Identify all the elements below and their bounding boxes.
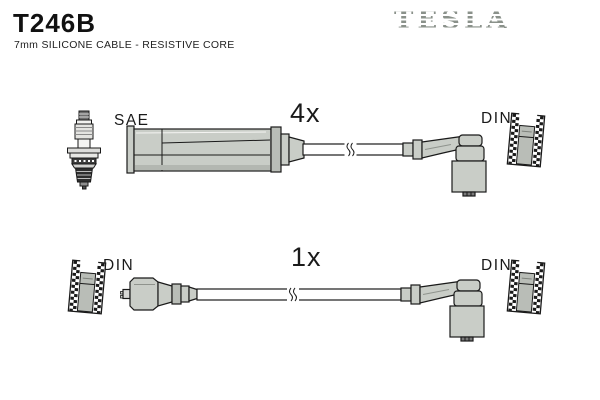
din-terminal-icon-row2-right	[505, 257, 547, 316]
quantity-label-row1: 4x	[290, 98, 321, 128]
din-label-row1: DIN	[481, 110, 513, 127]
din-label-row2-right: DIN	[481, 257, 513, 274]
sae-label-row1: SAE	[114, 112, 150, 129]
din-terminal-icon-row1	[505, 110, 547, 169]
product-subtitle: 7mm SILICONE CABLE - RESISTIVE CORE	[14, 39, 235, 51]
spark-plug-icon	[67, 110, 101, 190]
angled-din-connector-row2	[400, 279, 485, 342]
angled-din-connector-row1	[402, 134, 487, 197]
cable-line-row2	[196, 287, 402, 302]
din-terminal-icon-row2-left	[66, 257, 108, 316]
cable-break-row1	[344, 142, 357, 157]
cable-line-row1	[302, 142, 404, 157]
cable-break-row2	[287, 287, 299, 302]
straight-boot-row1	[126, 125, 305, 174]
din-label-row2-left: DIN	[103, 257, 135, 274]
straight-din-connector-row2	[120, 277, 198, 311]
part-number: T246B	[13, 8, 97, 38]
quantity-label-row2: 1x	[291, 242, 322, 272]
